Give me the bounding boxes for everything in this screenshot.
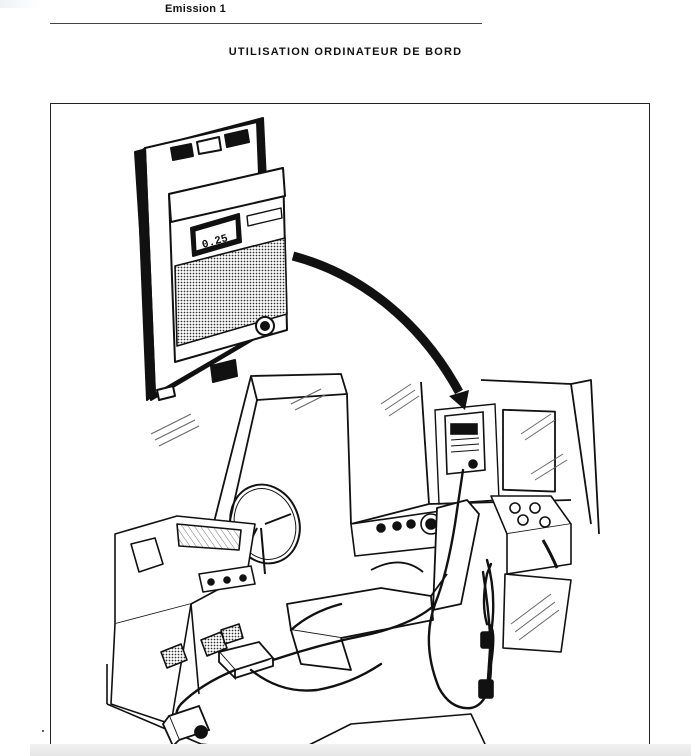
header-rule (50, 23, 482, 24)
wiring-harness (175, 468, 495, 726)
left-console (110, 515, 256, 725)
cab-floor (106, 573, 572, 756)
scan-edge-shadow (30, 744, 691, 756)
diagnostic-plug (161, 704, 211, 748)
pointer-arrow (291, 251, 469, 410)
header-label: Emission 1 (165, 3, 227, 15)
driver-seat (286, 499, 480, 671)
window-glare (150, 383, 568, 641)
cab-illustration: 0.25 (106, 117, 600, 756)
scan-smudge (0, 0, 40, 8)
page-title: UTILISATION ORDINATEUR DE BORD (228, 46, 463, 58)
cable-connector (478, 631, 494, 699)
scan-speck (42, 730, 44, 732)
computer-unit-mounted (434, 403, 500, 505)
illustration-frame: 0.25 (50, 103, 650, 756)
computer-unit-enlarged (134, 117, 288, 401)
